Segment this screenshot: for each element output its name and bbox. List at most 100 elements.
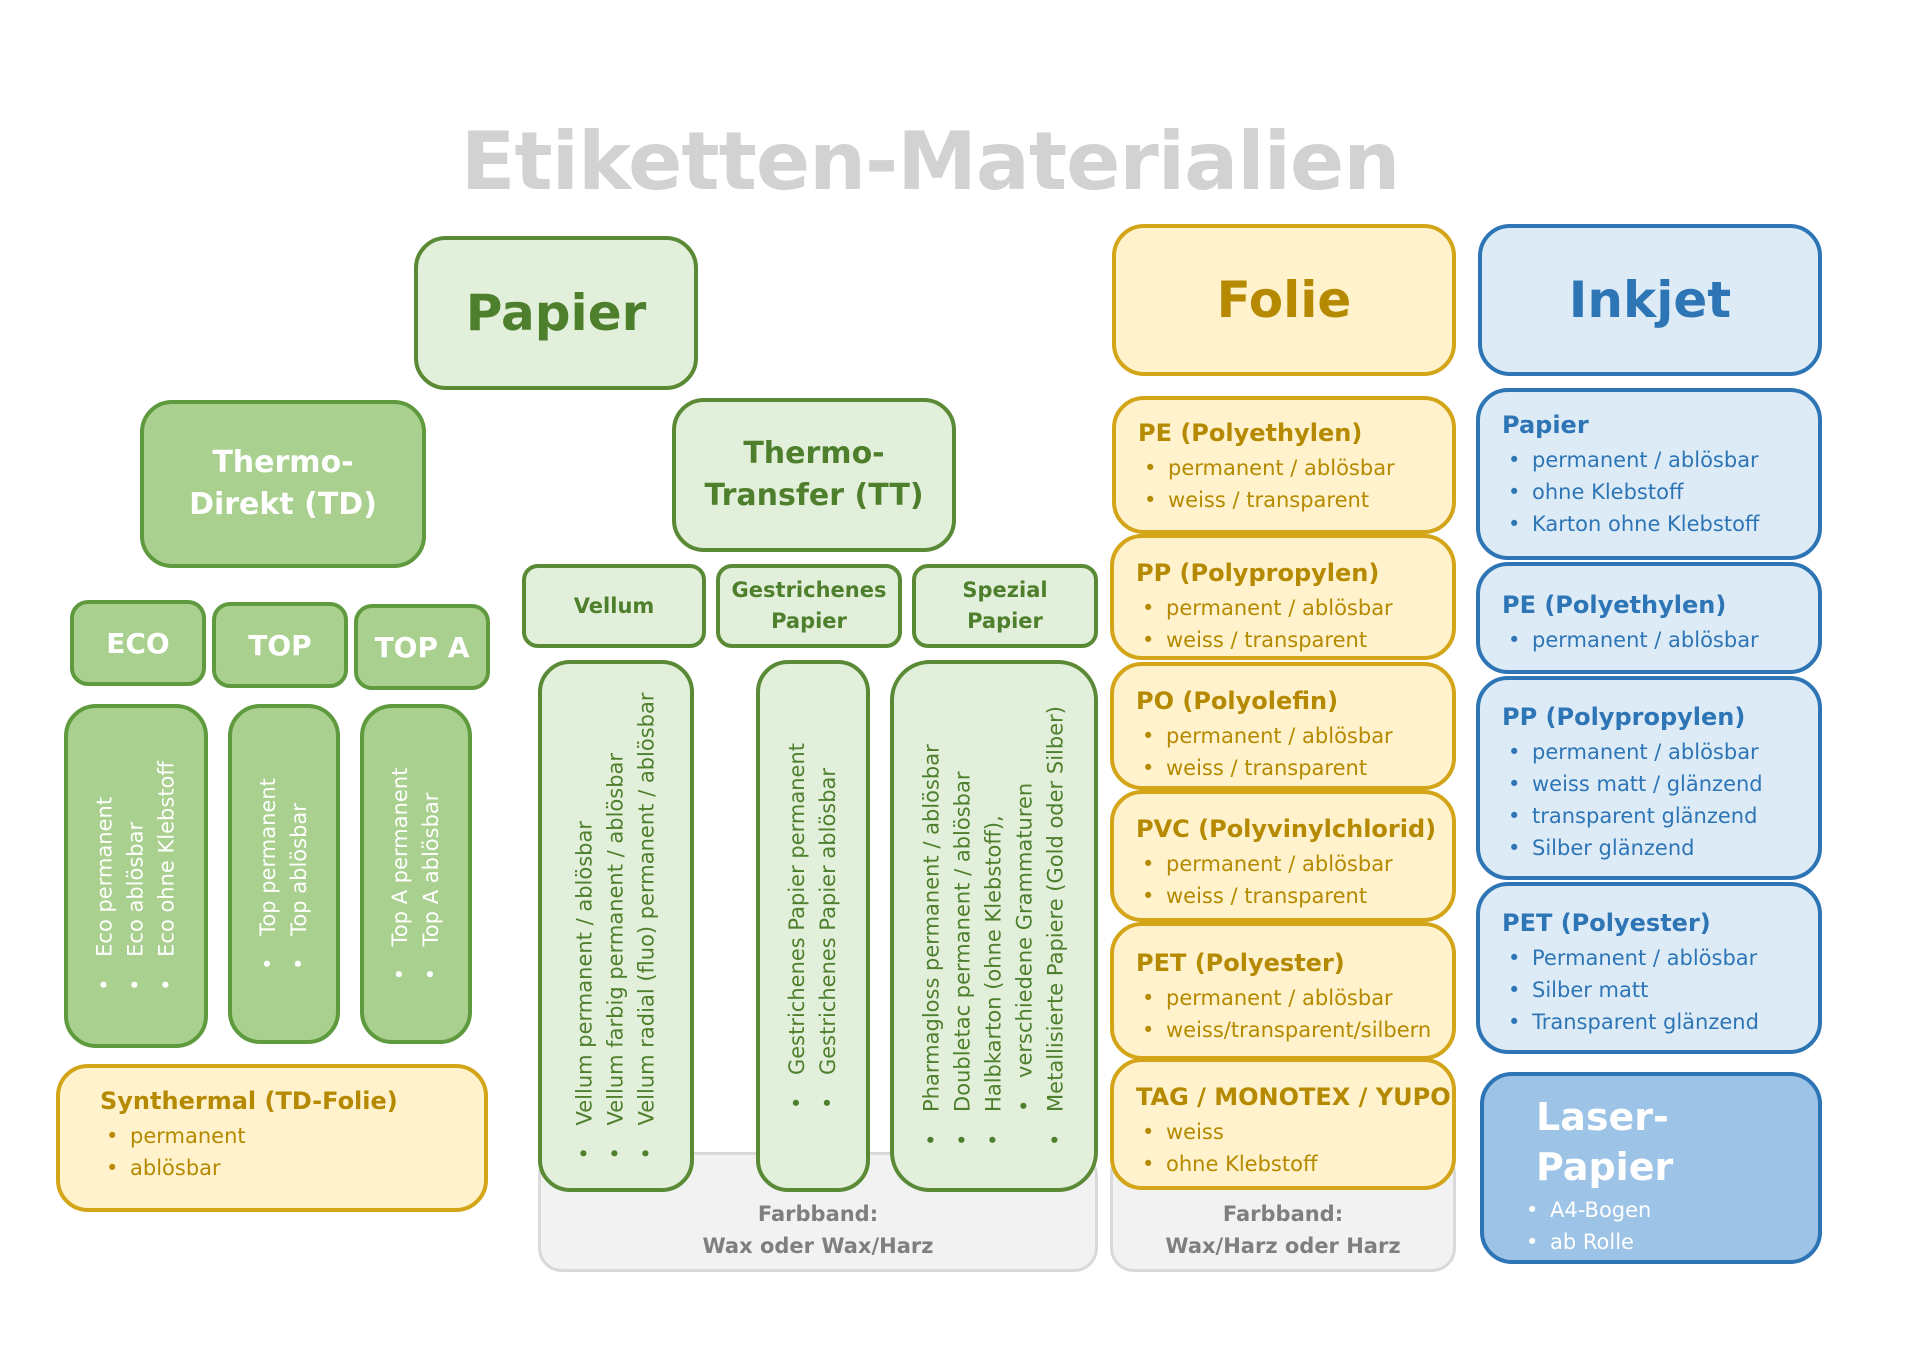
spezial-item: Doubletac permanent / ablösbar [948,706,979,1146]
folie-header: Folie [1112,224,1456,376]
folie-group-item: weiss / transparent [1142,752,1430,784]
topa-item: Top A permanent [385,768,416,981]
category-top-a-label: TOP A [374,630,470,664]
folie-group-head: TAG / MONOTEX / YUPO [1136,1083,1451,1111]
eco-item: Eco ablösbar [121,761,152,991]
papier-header-label: Papier [465,284,647,342]
inkjet-group-pp: PP (Polypropylen) permanent / ablösbar w… [1476,676,1822,880]
farbband-papier-line-2: Wax oder Wax/Harz [702,1234,934,1258]
category-spezial-label-1: Spezial [962,578,1048,602]
thermo-direkt-label-2: Direkt (TD) [189,487,377,522]
inkjet-group-head: PE (Polyethylen) [1502,591,1727,619]
spezial-items-list: Pharmagloss permanent / ablösbar Doublet… [917,706,1072,1146]
thermo-direkt-label-1: Thermo- [212,445,354,480]
folie-group-head: PO (Polyolefin) [1136,687,1339,715]
synthermal-head: Synthermal (TD-Folie) [100,1087,398,1115]
laser-papier-item: ab Rolle [1526,1226,1796,1258]
eco-items-list: Eco permanent Eco ablösbar Eco ohne Kleb… [90,761,183,991]
papier-header: Papier [414,236,698,390]
folie-header-label: Folie [1216,271,1352,329]
eco-item: Eco permanent [90,761,121,991]
folie-group-item: weiss / transparent [1142,624,1430,656]
folie-group-item: weiss [1142,1116,1430,1148]
vellum-items-box: Vellum permanent / ablösbar Vellum farbi… [538,660,694,1192]
farbband-papier-text: Farbband: Wax oder Wax/Harz [538,1198,1098,1262]
folie-group-item: permanent / ablösbar [1142,720,1430,752]
category-top-label: TOP [248,628,312,662]
gestrichen-item: Gestrichenes Papier ablösbar [813,743,844,1109]
thermo-direkt-box: Thermo- Direkt (TD) [140,400,426,568]
folie-group-head: PP (Polypropylen) [1136,559,1380,587]
folie-group-item: permanent / ablösbar [1142,592,1430,624]
spezial-item: Halbkarton (ohne Klebstoff), [979,706,1010,1146]
topa-items-box: Top A permanent Top A ablösbar [360,704,472,1044]
folie-group-item: weiss / transparent [1142,880,1430,912]
farbband-papier-line-1: Farbband: [757,1202,879,1226]
folie-group-head: PET (Polyester) [1136,949,1345,977]
vellum-item: Vellum permanent / ablösbar [570,693,601,1160]
laser-papier-item: permanent / ablösbar [1526,1258,1796,1290]
synthermal-box: Synthermal (TD-Folie) permanent ablösbar [56,1064,488,1212]
folie-group-head: PE (Polyethylen) [1138,419,1363,447]
spezial-items-box: Pharmagloss permanent / ablösbar Doublet… [890,660,1098,1192]
category-gestrichenes-papier: Gestrichenes Papier [716,564,902,648]
folie-group-item: permanent / ablösbar [1142,848,1430,880]
category-gestrichenes-label-1: Gestrichenes [731,578,887,602]
folie-group-pet: PET (Polyester) permanent / ablösbar wei… [1110,922,1456,1060]
inkjet-group-item: Transparent glänzend [1508,1006,1796,1038]
inkjet-group-papier: Papier permanent / ablösbar ohne Klebsto… [1476,388,1822,560]
category-top-a: TOP A [354,604,490,690]
folie-group-item: permanent / ablösbar [1142,982,1430,1014]
top-items-box: Top permanent Top ablösbar [228,704,340,1044]
synthermal-item: permanent [106,1120,462,1152]
category-top: TOP [212,602,348,688]
vellum-item: Vellum farbig permanent / ablösbar [601,693,632,1160]
inkjet-group-pet: PET (Polyester) Permanent / ablösbar Sil… [1476,882,1822,1054]
topa-item: Top A ablösbar [416,768,447,981]
spezial-item: Pharmagloss permanent / ablösbar [917,706,948,1146]
thermo-transfer-label-2: Transfer (TT) [704,478,924,513]
top-item: Top ablösbar [284,778,315,970]
top-item: Top permanent [253,778,284,970]
thermo-transfer-label-1: Thermo- [743,436,885,471]
inkjet-group-item: Silber matt [1508,974,1796,1006]
inkjet-group-head: PET (Polyester) [1502,909,1711,937]
inkjet-group-head: PP (Polypropylen) [1502,703,1746,731]
inkjet-group-item: transparent glänzend [1508,800,1796,832]
gestrichen-items-list: Gestrichenes Papier permanent Gestrichen… [782,743,844,1109]
category-spezial-papier: Spezial Papier [912,564,1098,648]
inkjet-group-item: permanent / ablösbar [1508,624,1796,656]
top-items-list: Top permanent Top ablösbar [253,778,315,970]
synthermal-item: ablösbar [106,1152,462,1184]
vellum-items-list: Vellum permanent / ablösbar Vellum farbi… [570,693,663,1160]
folie-group-pp: PP (Polypropylen) permanent / ablösbar w… [1110,534,1456,660]
folie-group-item: permanent / ablösbar [1144,452,1430,484]
inkjet-group-item: permanent / ablösbar [1508,444,1796,476]
eco-items-box: Eco permanent Eco ablösbar Eco ohne Kleb… [64,704,208,1048]
gestrichen-items-box: Gestrichenes Papier permanent Gestrichen… [756,660,870,1192]
laser-papier-head: Laser-Papier [1536,1095,1674,1189]
thermo-transfer-box: Thermo- Transfer (TT) [672,398,956,552]
inkjet-header: Inkjet [1478,224,1822,376]
inkjet-header-label: Inkjet [1568,271,1732,329]
inkjet-group-item: ohne Klebstoff [1508,476,1796,508]
laser-papier-box: Laser-Papier A4-Bogen ab Rolle permanent… [1480,1072,1822,1286]
category-gestrichenes-label-2: Papier [771,609,847,633]
spezial-item: Metallisierte Papiere (Gold oder Silber) [1041,706,1072,1146]
spezial-item: verschiedene Grammaturen [1010,706,1041,1146]
inkjet-group-pe: PE (Polyethylen) permanent / ablösbar [1476,562,1822,674]
inkjet-group-item: Karton ohne Klebstoff [1508,508,1796,540]
eco-item: Eco ohne Klebstoff [152,761,183,991]
vellum-item: Vellum radial (fluo) permanent / ablösba… [632,693,663,1160]
inkjet-group-item: permanent / ablösbar [1508,736,1796,768]
laser-papier-item: A4-Bogen [1526,1194,1796,1226]
category-vellum: Vellum [522,564,706,648]
farbband-folie-line-2: Wax/Harz oder Harz [1165,1234,1401,1258]
page-title: Etiketten-Materialien [460,115,1401,208]
folie-group-po: PO (Polyolefin) permanent / ablösbar wei… [1110,662,1456,790]
category-eco: ECO [70,600,206,686]
inkjet-group-head: Papier [1502,411,1589,439]
folie-group-head: PVC (Polyvinylchlorid) [1136,815,1437,843]
category-spezial-label-2: Papier [967,609,1043,633]
farbband-folie-text: Farbband: Wax/Harz oder Harz [1110,1198,1456,1262]
